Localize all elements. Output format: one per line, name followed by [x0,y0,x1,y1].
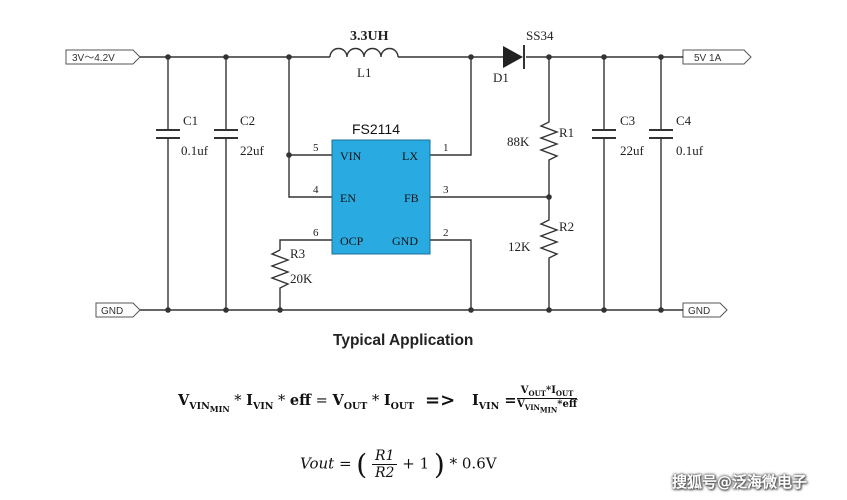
svg-text:5V 1A: 5V 1A [694,53,722,64]
svg-text:VIN: VIN [340,149,362,163]
input-current-fraction: VOUT*IOUT VVINMIN*eff [517,385,578,415]
svg-text:1: 1 [443,142,449,154]
svg-text:6: 6 [313,227,319,239]
svg-text:3V～4.2V: 3V～4.2V [72,53,115,64]
capacitor-c2: C2 22uf [214,57,265,310]
watermark: 搜狐号@泛海微电子 [672,473,808,491]
svg-text:88K: 88K [507,134,530,149]
gnd-port-right: GND [682,302,728,318]
svg-text:C2: C2 [240,113,255,128]
svg-text:FB: FB [404,191,419,205]
svg-text:C3: C3 [620,113,635,128]
svg-text:C4: C4 [676,113,692,128]
svg-text:C1: C1 [183,113,198,128]
resistor-r1: R1 88K [507,57,574,197]
resistor-r2: R2 12K [508,197,574,310]
vout-port: 5V 1A [682,49,752,65]
gnd-port-left: GND [95,302,141,318]
svg-text:D1: D1 [493,70,509,85]
svg-text:GND: GND [392,234,418,248]
svg-text:5: 5 [313,142,319,154]
svg-text:4: 4 [313,184,319,196]
svg-text:20K: 20K [290,271,313,286]
svg-text:0.1uf: 0.1uf [676,143,704,158]
vin-port: 3V～4.2V [65,49,141,65]
svg-text:LX: LX [402,149,418,163]
svg-text:3: 3 [443,184,449,196]
capacitor-c3: C3 22uf [592,57,645,310]
svg-text:12K: 12K [508,239,531,254]
svg-text:SS34: SS34 [526,28,554,43]
svg-text:R3: R3 [290,246,305,261]
svg-text:EN: EN [340,191,356,205]
resistor-r3: R3 20K [270,246,313,310]
implies-arrow: => [425,390,456,411]
svg-text:R2: R2 [559,219,574,234]
power-balance-equation: VVINMIN * IVIN * eff = VOUT * IOUT [178,392,415,414]
capacitor-c4: C4 0.1uf [649,57,704,310]
svg-text:GND: GND [101,306,123,317]
input-current-symbol: IVIN = [472,392,517,412]
svg-text:R1: R1 [559,125,574,140]
diode-d1: SS34 D1 [493,28,554,85]
svg-text:22uf: 22uf [620,143,645,158]
svg-text:FS2114: FS2114 [352,121,400,137]
ic-fs2114: FS2114 5 VIN 4 EN 6 OCP 1 LX 3 FB 2 GND [313,121,449,255]
junction-dots [165,54,664,313]
svg-text:GND: GND [688,306,710,317]
svg-text:L1: L1 [357,65,371,80]
svg-text:22uf: 22uf [240,143,265,158]
inductor-l1: 3.3UH L1 [329,29,399,80]
diagram-title: Typical Application [333,332,474,349]
svg-text:0.1uf: 0.1uf [181,143,209,158]
svg-text:OCP: OCP [340,234,364,248]
svg-text:3.3UH: 3.3UH [350,29,389,44]
svg-text:2: 2 [443,227,449,239]
capacitor-c1: C1 0.1uf [156,57,209,310]
